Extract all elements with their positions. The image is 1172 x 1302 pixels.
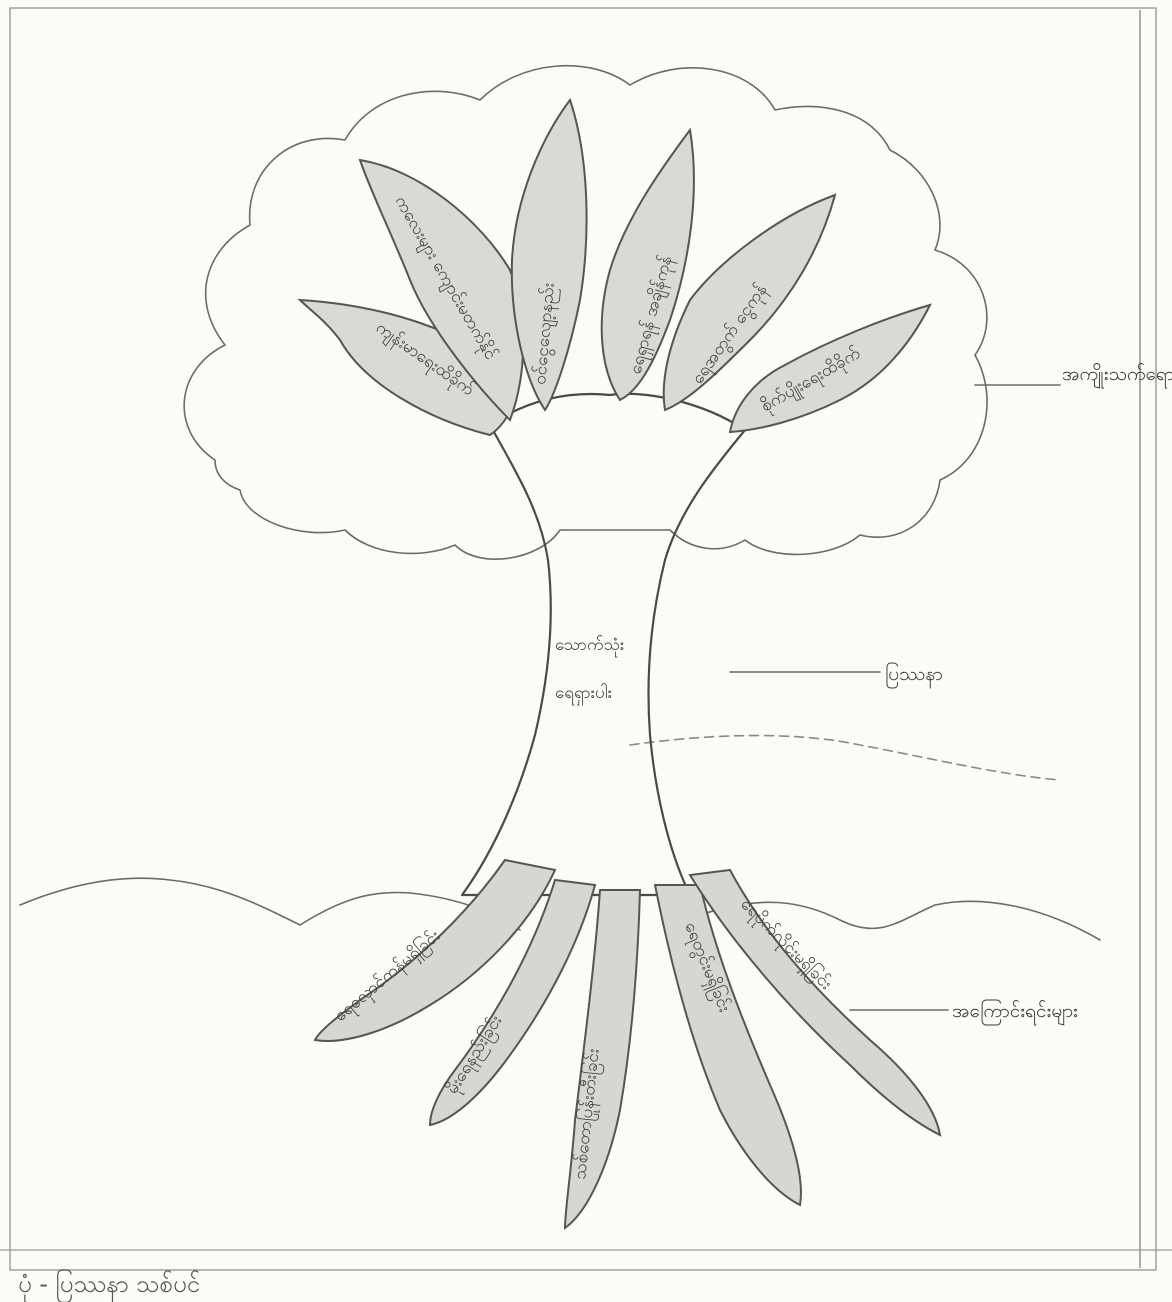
crown-cloud — [184, 66, 987, 559]
roots-label: အကြောင်းရင်းများ — [952, 998, 1078, 1026]
ground-line — [630, 736, 1060, 780]
trunk-text-line-1: သောက်သုံး — [555, 635, 624, 658]
roots — [315, 860, 940, 1228]
trunk-text-line-2: ရေရှားပါး — [555, 682, 612, 706]
crown-label: အကျိုးသက်ရောက်မှုများ — [1062, 362, 1172, 389]
ground-hills — [20, 878, 520, 930]
leaves — [300, 100, 930, 435]
figure-caption: ပုံ - ပြဿနာ သစ်ပင် — [18, 1268, 200, 1302]
trunk-label: ပြဿနာ — [885, 661, 943, 689]
